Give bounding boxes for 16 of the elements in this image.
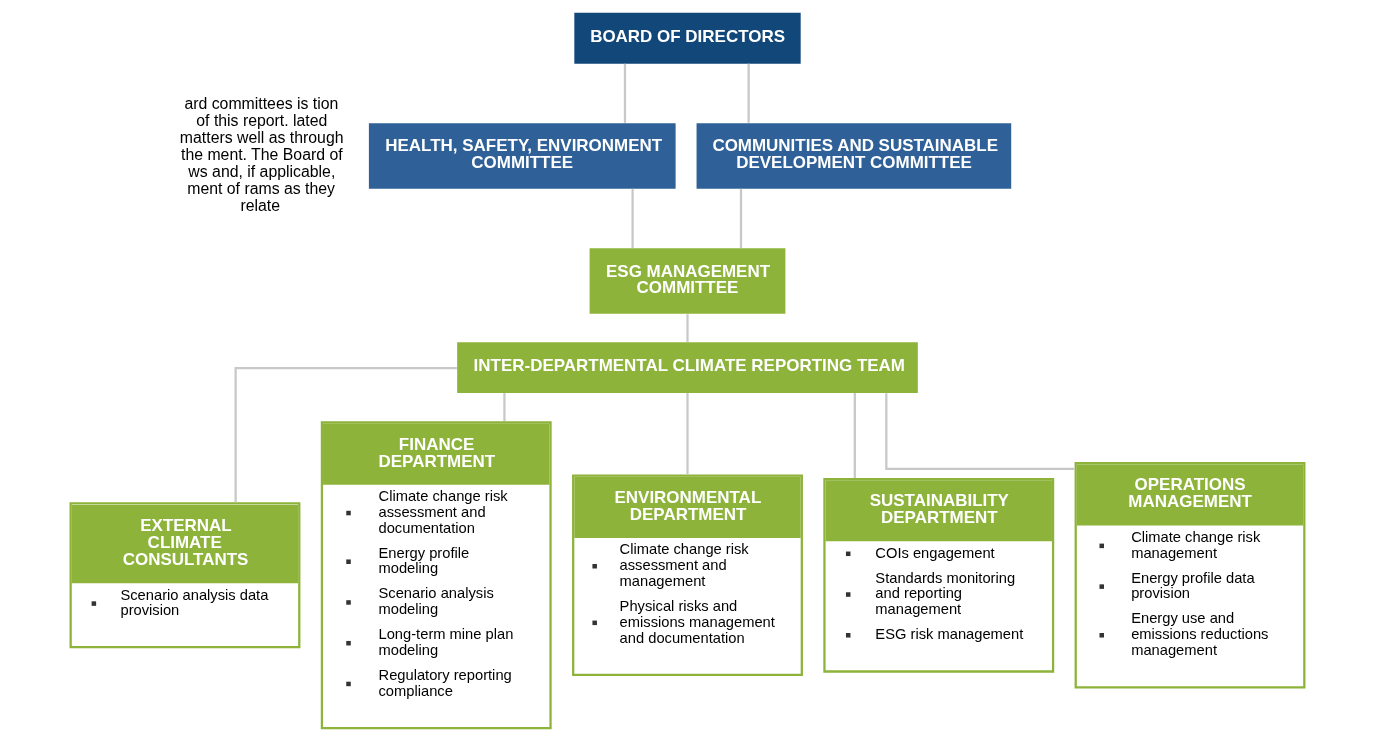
connector (884, 393, 1074, 471)
label: ard committees is tion of this report. lated matters well as through the ment. The Board of ws and, if applicable, ment of rams as they relate (179, 95, 344, 215)
node-box: HEALTH, SAFETY, ENVIRONMENT COMMITTEE (368, 123, 676, 189)
node-box: COMMUNITIES AND SUSTAINABLE DEVELOPMENT COMMITTEE (696, 123, 1011, 189)
connector (853, 393, 856, 478)
node-box: ESG MANAGEMENT COMMITTEE (589, 248, 785, 314)
connector (502, 393, 506, 421)
connector (739, 188, 742, 248)
connector (234, 367, 457, 503)
connector (631, 188, 634, 248)
connector (623, 63, 626, 123)
node-box: BOARD OF DIRECTORS (573, 12, 801, 64)
connector (685, 393, 689, 475)
connector (685, 314, 689, 342)
connector (747, 63, 750, 123)
node-box: INTER-DEPARTMENTAL CLIMATE REPORTING TEAM (456, 342, 918, 394)
